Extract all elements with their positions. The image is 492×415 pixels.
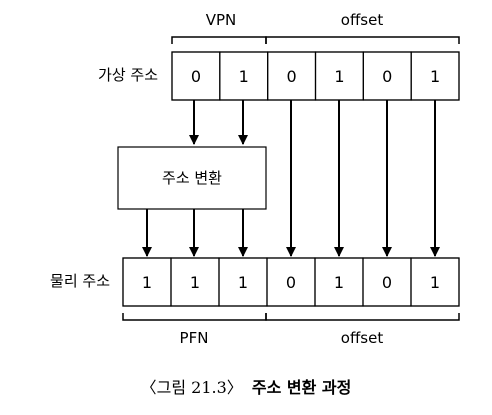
physical-address-row: 1 1 1 0 1 0 1 bbox=[122, 257, 460, 307]
translation-box bbox=[117, 146, 267, 210]
virtual-bit-2: 1 bbox=[239, 67, 249, 86]
translation-label: 주소 변환 bbox=[162, 169, 222, 187]
caption-title: 주소 변환 과정 bbox=[252, 378, 351, 397]
offset-bottom-label: offset bbox=[341, 329, 384, 347]
offset-top-label: offset bbox=[341, 11, 384, 29]
physical-cell-7 bbox=[410, 257, 460, 307]
virtual-bit-1: 0 bbox=[191, 67, 201, 86]
virtual-address-label: 가상 주소 bbox=[98, 66, 158, 84]
virtual-bit-5: 0 bbox=[382, 67, 392, 86]
physical-address-label: 물리 주소 bbox=[50, 272, 110, 290]
vpn-brace bbox=[171, 36, 267, 44]
pfn-label: PFN bbox=[180, 329, 209, 347]
physical-bit-3: 1 bbox=[238, 273, 248, 292]
offset-top-brace bbox=[265, 36, 460, 44]
physical-bit-4: 0 bbox=[286, 273, 296, 292]
physical-bit-2: 1 bbox=[190, 273, 200, 292]
figure-caption: 〈그림 21.3〉 주소 변환 과정 bbox=[141, 378, 352, 397]
virtual-bit-6: 1 bbox=[430, 67, 440, 86]
arrows bbox=[142, 100, 440, 257]
physical-bit-5: 1 bbox=[334, 273, 344, 292]
physical-bit-1: 1 bbox=[142, 273, 152, 292]
pfn-brace bbox=[122, 313, 267, 321]
virtual-bit-4: 1 bbox=[334, 67, 344, 86]
caption-prefix: 〈그림 21.3〉 bbox=[141, 378, 243, 397]
physical-bit-7: 1 bbox=[430, 273, 440, 292]
offset-bottom-brace bbox=[265, 313, 460, 321]
virtual-address-row: 0 1 0 1 0 1 bbox=[171, 51, 460, 101]
physical-bit-6: 0 bbox=[382, 273, 392, 292]
vpn-label: VPN bbox=[206, 11, 237, 29]
virtual-bit-3: 0 bbox=[286, 67, 296, 86]
